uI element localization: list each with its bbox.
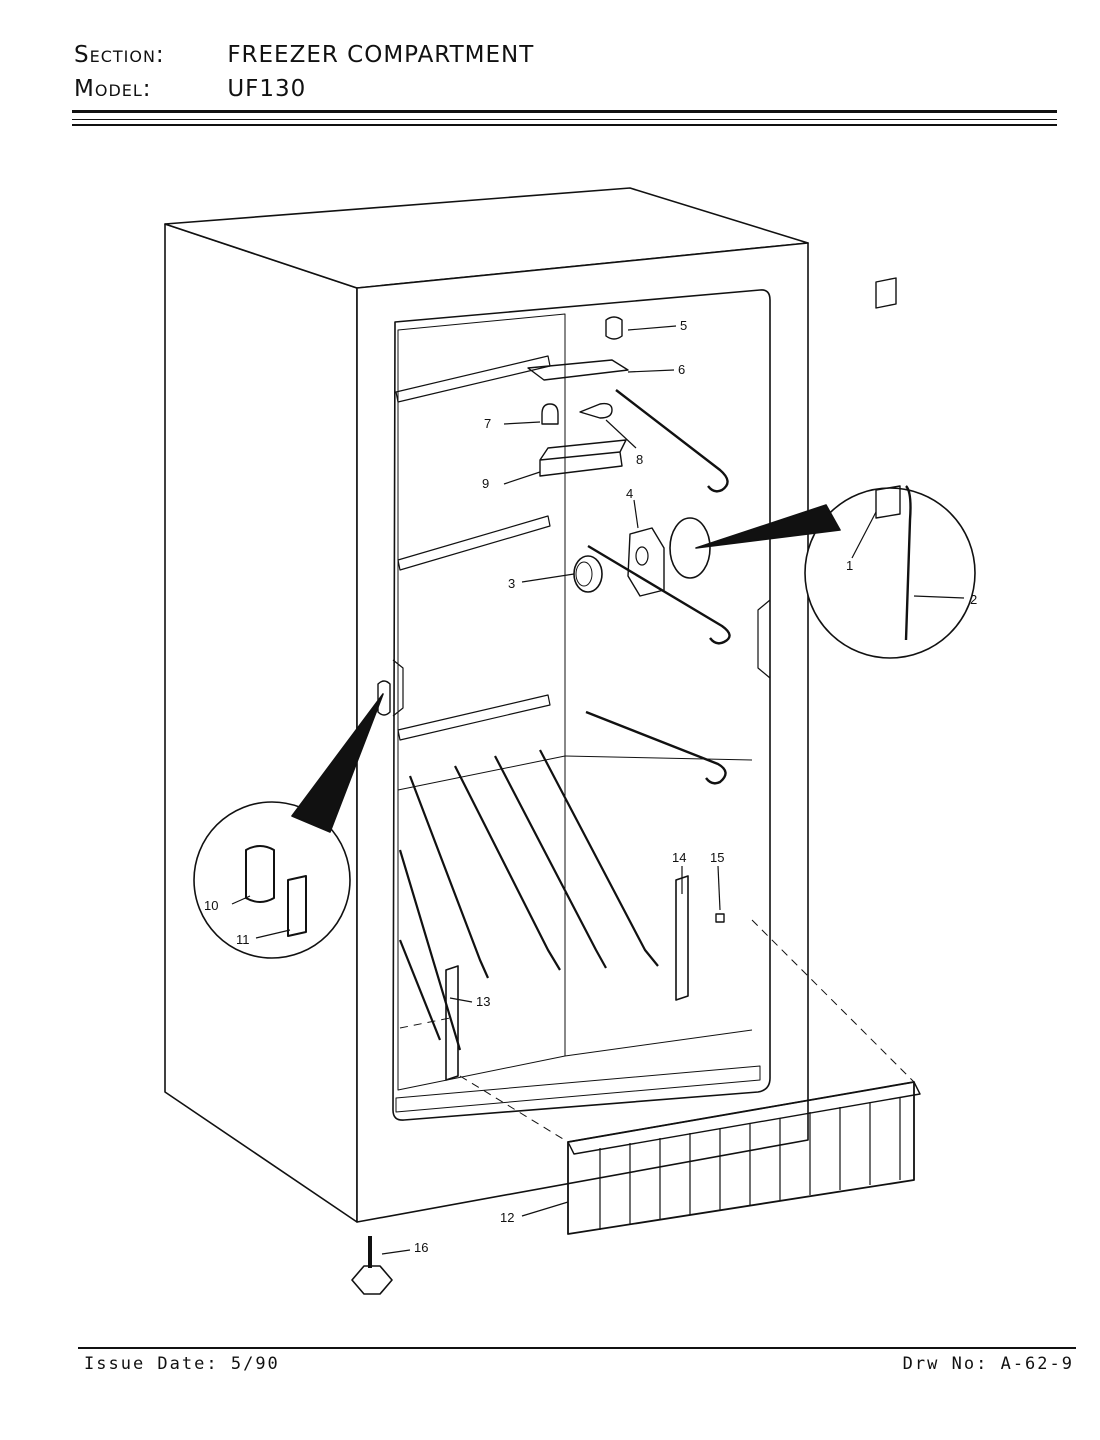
- callout-label-10: 10: [204, 898, 218, 913]
- part-15-screw: [715, 913, 725, 923]
- callout-label-1: 1: [846, 558, 853, 573]
- callout-label-2: 2: [970, 592, 977, 607]
- assembly-guide-lines: [399, 919, 915, 1143]
- part-5-bracket: [605, 316, 623, 340]
- drawing-number: Drw No: A-62-9: [903, 1354, 1074, 1374]
- shelf-hook-right-2: [587, 544, 731, 645]
- section-label: Section:: [74, 42, 165, 68]
- callout-label-15: 15: [710, 850, 724, 865]
- basket-rod-4: [539, 749, 659, 967]
- liner-floor-right: [564, 755, 753, 761]
- liner-frame: [392, 289, 771, 1121]
- callout-label-5: 5: [680, 318, 687, 333]
- callout-label-13: 13: [476, 994, 490, 1009]
- callout-label-11: 11: [236, 932, 250, 947]
- shelf-rail-left-3: [397, 694, 551, 741]
- detail-circle-switch: [193, 801, 351, 959]
- part-16-leg-foot: [351, 1265, 393, 1295]
- shelf-hook-right-1: [615, 389, 729, 493]
- door-switch-slot: [377, 680, 391, 716]
- part-8-lamp: [579, 402, 613, 419]
- liner-floor-left: [397, 755, 566, 791]
- basket-rod-6: [398, 939, 442, 1041]
- drawing-number-value: A-62-9: [1000, 1354, 1074, 1374]
- detail-pointer-switch: [291, 693, 384, 833]
- section-value: FREEZER COMPARTMENT: [227, 42, 535, 68]
- thermostat-box: [875, 485, 901, 519]
- part-11-switch: [287, 875, 307, 937]
- thermostat-housing: [669, 517, 711, 579]
- callout-label-9: 9: [482, 476, 489, 491]
- header-rule-bottom: [72, 124, 1057, 126]
- part-7-clip: [541, 403, 559, 425]
- callout-label-6: 6: [678, 362, 685, 377]
- basket-rod-3: [494, 755, 607, 969]
- detail-pointer-thermostat: [695, 504, 841, 549]
- basket-rod-1: [408, 775, 490, 979]
- issue-date: Issue Date: 5/90: [84, 1354, 280, 1374]
- callout-label-14: 14: [672, 850, 686, 865]
- model-header: Model: UF130: [74, 76, 306, 102]
- part-4-plate: [627, 527, 665, 597]
- callout-labels: 1 2 3 4 5 6 7 8 9 10 11 12 13 14 15 16: [204, 318, 977, 1255]
- cabinet-left-side: [164, 223, 358, 1223]
- callout-label-16: 16: [414, 1240, 428, 1255]
- section-header: Section: FREEZER COMPARTMENT: [74, 42, 534, 68]
- shelf-hook-right-3: [585, 710, 727, 785]
- callout-label-12: 12: [500, 1210, 514, 1225]
- issue-date-label: Issue Date:: [84, 1354, 219, 1374]
- cabinet-notch-right: [757, 599, 771, 679]
- part-3-knob-inner: [575, 561, 593, 587]
- callout-label-7: 7: [484, 416, 491, 431]
- basket-rod-5: [398, 849, 462, 1051]
- model-label: Model:: [74, 76, 152, 102]
- footer-rule: [78, 1347, 1076, 1349]
- basket-rod-2: [454, 765, 561, 971]
- cabinet-notch-left: [392, 659, 404, 717]
- cabinet-breaker-strip: [395, 1065, 761, 1113]
- part-10-switch-bezel: [245, 845, 275, 903]
- part-13-bracket: [445, 965, 459, 1081]
- header-rule-thick: [72, 110, 1057, 113]
- callout-label-4: 4: [626, 486, 633, 501]
- callout-label-3: 3: [508, 576, 515, 591]
- part-12-grille-lip: [567, 1081, 921, 1155]
- shelf-rail-left-2: [397, 515, 551, 571]
- issue-date-value: 5/90: [230, 1354, 280, 1374]
- part-1-thermostat: [875, 277, 897, 309]
- part-4-hole: [635, 546, 649, 566]
- part-9-channel: [539, 439, 627, 477]
- cabinet-front: [356, 242, 809, 1223]
- part-12-grille-louvers: [599, 1097, 901, 1230]
- part-2-capillary: [904, 485, 912, 641]
- liner-back-corner: [564, 1029, 753, 1057]
- callout-leaders: [231, 325, 965, 1255]
- part-6-plate: [527, 359, 629, 381]
- part-14-bracket: [675, 875, 689, 1001]
- callout-label-8: 8: [636, 452, 643, 467]
- header-rule-thin: [72, 119, 1057, 120]
- model-value: UF130: [227, 76, 307, 102]
- drawing-number-label: Drw No:: [902, 1354, 989, 1374]
